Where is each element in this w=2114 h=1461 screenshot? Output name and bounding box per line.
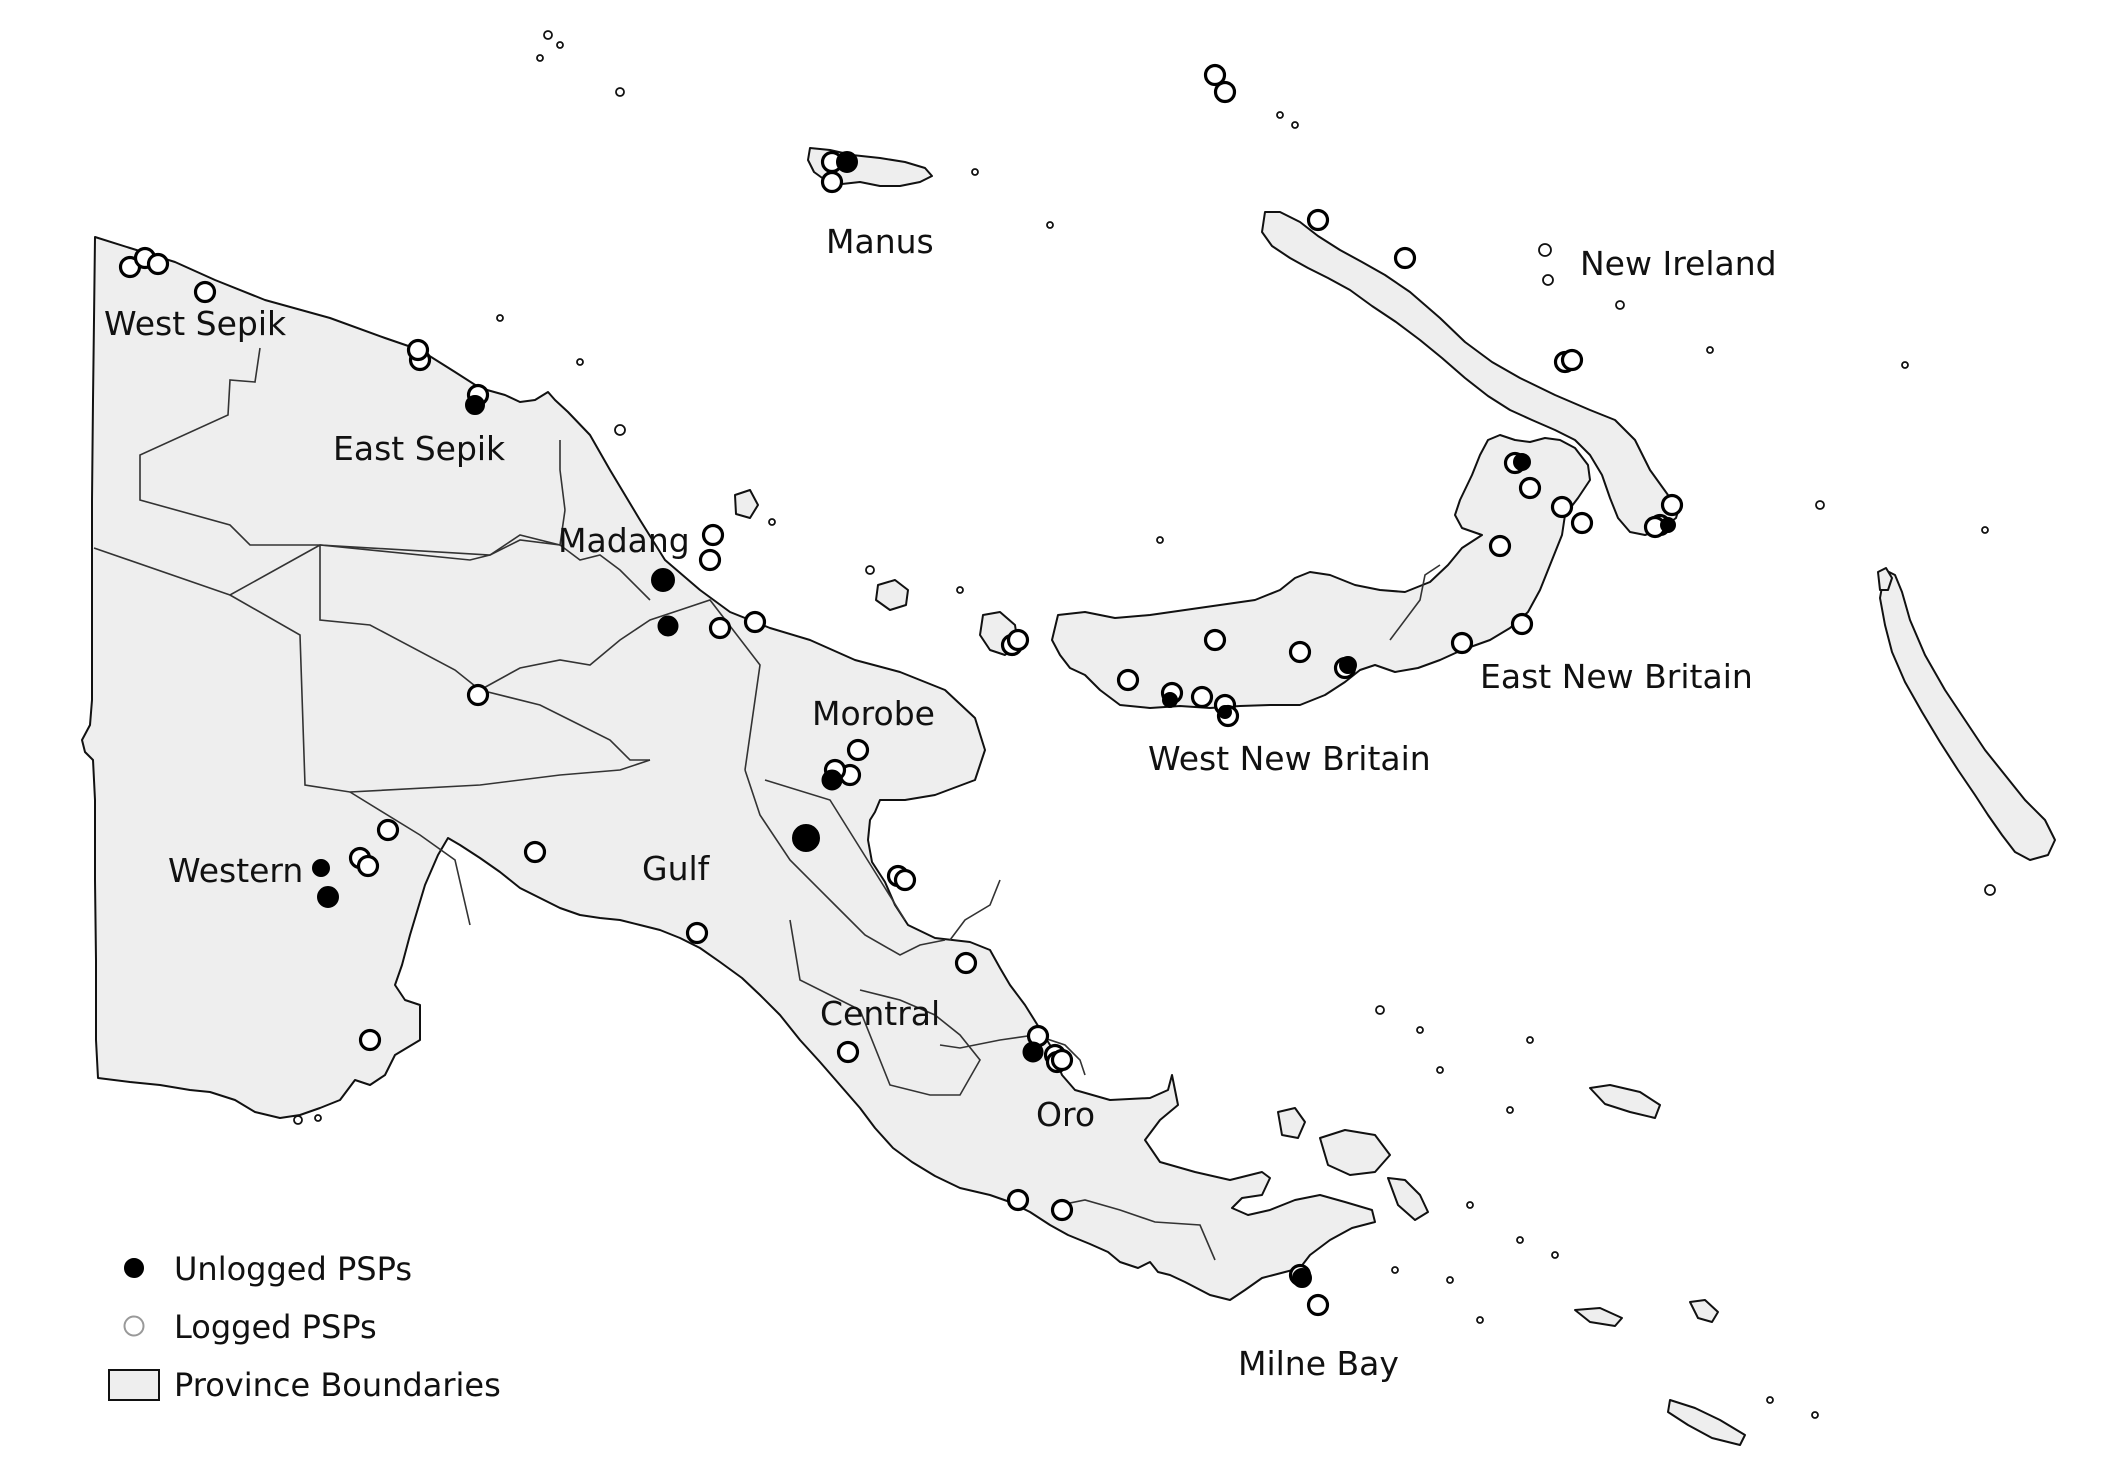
label-morobe: Morobe: [812, 694, 935, 733]
unlogged-psp-marker[interactable]: [1022, 1041, 1044, 1063]
unlogged-psp-markers: [312, 151, 1676, 1288]
label-gulf: Gulf: [642, 849, 711, 888]
woodlark-island: [1689, 1299, 1719, 1323]
logged-psp-marker[interactable]: [1213, 80, 1237, 104]
unlogged-psp-marker[interactable]: [1513, 453, 1531, 471]
logged-psp-marker[interactable]: [1116, 668, 1140, 692]
legend-boundaries-symbol: [108, 1369, 160, 1401]
mainland-png: [81, 236, 1376, 1301]
unlogged-psp-marker[interactable]: [1162, 692, 1178, 708]
unlogged-psp-marker[interactable]: [465, 395, 485, 415]
misima-island: [1574, 1307, 1623, 1327]
label-west-new-britain: West New Britain: [1148, 739, 1431, 778]
legend-logged-symbol: [123, 1315, 145, 1337]
logged-psp-marker[interactable]: [1393, 246, 1417, 270]
logged-psp-marker[interactable]: [893, 868, 917, 892]
logged-psp-marker[interactable]: [820, 170, 844, 194]
label-west-sepik: West Sepik: [104, 304, 287, 343]
logged-psp-marker[interactable]: [743, 610, 767, 634]
small-islets: [293, 30, 1996, 1419]
logged-psp-marker[interactable]: [1190, 685, 1214, 709]
logged-psp-marker[interactable]: [146, 252, 170, 276]
logged-psp-marker[interactable]: [1488, 534, 1512, 558]
unlogged-psp-marker[interactable]: [1218, 705, 1232, 719]
logged-psp-marker[interactable]: [1006, 1188, 1030, 1212]
logged-psp-markers: [118, 63, 1684, 1317]
legend-unlogged-symbol: [124, 1258, 144, 1278]
logged-psp-marker[interactable]: [1203, 628, 1227, 652]
logged-psp-marker[interactable]: [356, 854, 380, 878]
buka-island: [1877, 567, 1893, 591]
goodenough-island: [1277, 1107, 1306, 1139]
province-boundaries: [93, 347, 1441, 1261]
legend-unlogged-label: Unlogged PSPs: [174, 1250, 412, 1288]
logged-psp-marker[interactable]: [1006, 628, 1030, 652]
logged-psp-marker[interactable]: [954, 951, 978, 975]
logged-psp-marker[interactable]: [358, 1028, 382, 1052]
long-island: [875, 579, 909, 611]
logged-psp-marker[interactable]: [466, 683, 490, 707]
logged-psp-marker[interactable]: [1510, 612, 1534, 636]
unlogged-psp-marker[interactable]: [1292, 1268, 1312, 1288]
normanby-island: [1387, 1177, 1429, 1221]
label-manus: Manus: [826, 222, 934, 261]
logged-psp-marker[interactable]: [1570, 511, 1594, 535]
label-oro: Oro: [1036, 1095, 1095, 1134]
logged-psp-marker[interactable]: [1050, 1198, 1074, 1222]
logged-psp-marker[interactable]: [1560, 348, 1584, 372]
legend-logged-label: Logged PSPs: [174, 1308, 377, 1346]
province-labels: West Sepik East Sepik Madang Manus New I…: [104, 222, 1777, 1383]
label-western: Western: [168, 851, 303, 890]
logged-psp-marker[interactable]: [1660, 493, 1684, 517]
label-east-sepik: East Sepik: [333, 429, 506, 468]
logged-psp-marker[interactable]: [1050, 1048, 1074, 1072]
legend: Unlogged PSPs Logged PSPs Province Bound…: [108, 1250, 501, 1404]
label-new-ireland: New Ireland: [1580, 244, 1777, 283]
unlogged-psp-marker[interactable]: [1339, 656, 1357, 674]
label-madang: Madang: [558, 521, 690, 560]
logged-psp-marker[interactable]: [708, 616, 732, 640]
rossel-island: [1667, 1399, 1746, 1446]
logged-psp-marker[interactable]: [1518, 476, 1542, 500]
trobriand-islands: [1589, 1084, 1661, 1119]
logged-psp-marker[interactable]: [406, 338, 430, 362]
logged-psp-marker[interactable]: [523, 840, 547, 864]
unlogged-psp-marker[interactable]: [651, 568, 675, 592]
logged-psp-marker[interactable]: [846, 738, 870, 762]
unlogged-psp-marker[interactable]: [657, 615, 679, 637]
unlogged-psp-marker[interactable]: [792, 824, 820, 852]
logged-psp-marker[interactable]: [1203, 63, 1227, 87]
label-central: Central: [820, 994, 940, 1033]
karkar-island: [734, 489, 759, 519]
unlogged-psp-marker[interactable]: [317, 886, 339, 908]
unlogged-psp-marker[interactable]: [312, 859, 330, 877]
logged-psp-marker[interactable]: [1306, 1293, 1330, 1317]
legend-boundaries-label: Province Boundaries: [174, 1366, 501, 1404]
label-east-new-britain: East New Britain: [1480, 657, 1753, 696]
unlogged-psp-marker[interactable]: [821, 769, 843, 791]
logged-psp-marker[interactable]: [685, 921, 709, 945]
logged-psp-marker[interactable]: [376, 818, 400, 842]
new-ireland: [1261, 211, 1681, 536]
logged-psp-marker[interactable]: [1306, 208, 1330, 232]
unlogged-psp-marker[interactable]: [1660, 517, 1676, 533]
logged-psp-marker[interactable]: [698, 548, 722, 572]
logged-psp-marker[interactable]: [701, 523, 725, 547]
logged-psp-marker[interactable]: [1288, 640, 1312, 664]
logged-psp-marker[interactable]: [836, 1040, 860, 1064]
unlogged-psp-marker[interactable]: [836, 151, 858, 173]
logged-psp-marker[interactable]: [1550, 495, 1574, 519]
logged-psp-marker[interactable]: [193, 280, 217, 304]
fergusson-island: [1319, 1129, 1391, 1176]
logged-psp-marker[interactable]: [1450, 631, 1474, 655]
bougainville: [1879, 569, 2056, 861]
label-milne-bay: Milne Bay: [1238, 1344, 1399, 1383]
